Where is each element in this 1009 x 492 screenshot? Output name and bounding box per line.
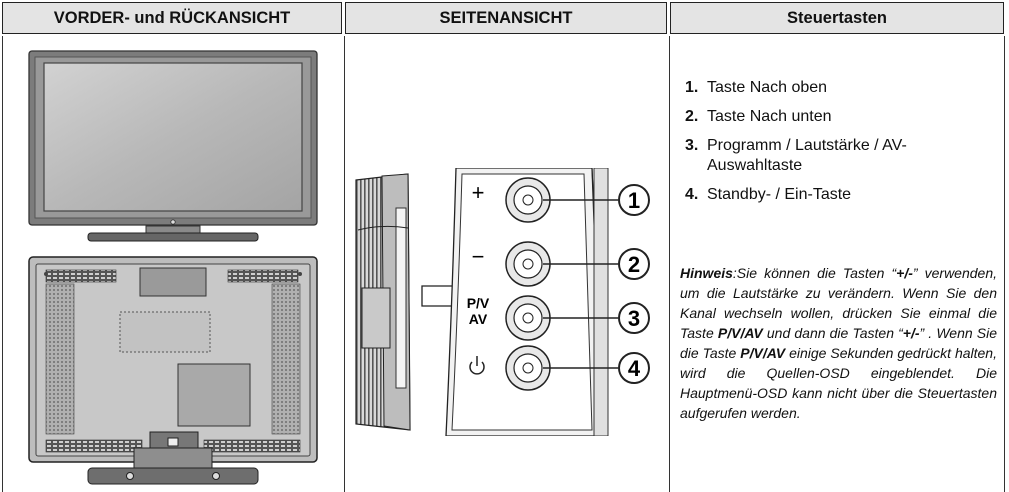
tv-front-illustration (28, 50, 318, 242)
list-item-number: 2. (685, 108, 699, 125)
note-key: P/V/AV (740, 345, 786, 361)
header-side-label: SEITENANSICHT (439, 8, 573, 27)
tv-back-illustration (28, 256, 318, 485)
column-divider (668, 36, 670, 492)
standby-icon (469, 356, 485, 375)
plus-button-label: + (472, 180, 485, 205)
callout-2: 2 (618, 248, 650, 280)
header-control-buttons: Steuertasten (670, 2, 1004, 34)
callout-4: 4 (618, 352, 650, 384)
svg-text:4: 4 (628, 356, 641, 381)
note-text: ” . Wenn Sie die Taste (680, 325, 998, 361)
minus-button-label: − (472, 244, 485, 269)
button-down (505, 241, 551, 287)
note-label: Hinweis (680, 265, 733, 281)
list-item-text: Programm / Lautstärke / AV-Auswahltaste (707, 137, 907, 174)
note-text: einige Sekunden gedrückt halten, wird di… (680, 345, 997, 421)
list-item-text: Taste Nach oben (707, 79, 828, 96)
callout-3: 3 (618, 302, 650, 334)
header-front-back-view: VORDER- und RÜCKANSICHT (2, 2, 342, 34)
pva-button-label: P/V (467, 295, 490, 311)
note-key: +/- (902, 325, 920, 341)
button-pva (505, 295, 551, 341)
svg-text:3: 3 (628, 306, 640, 331)
note-key: P/V/AV (717, 325, 763, 341)
pva-button-label: AV (469, 311, 488, 327)
list-item-number: 1. (685, 79, 699, 96)
note-key: +/- (896, 265, 913, 281)
list-item-text: Standby- / Ein-Taste (707, 186, 852, 203)
note-text: und dann die Tasten “ (762, 325, 903, 341)
list-item: 1. Taste Nach oben (685, 78, 995, 98)
note-text: ” verwenden, um die Lautstärke zu veränd… (680, 265, 997, 341)
svg-text:1: 1 (628, 188, 640, 213)
list-item-text: Taste Nach unten (707, 108, 832, 125)
column-divider (2, 36, 3, 492)
list-item: 3. Programm / Lautstärke / AV-Auswahltast… (685, 136, 995, 176)
header-side-view: SEITENANSICHT (345, 2, 667, 34)
list-item-number: 3. (685, 137, 699, 154)
header-controls-label: Steuertasten (787, 8, 887, 27)
svg-text:2: 2 (628, 252, 640, 277)
note-paragraph: Hinweis:Sie können die Tasten “+/-” verw… (680, 263, 997, 423)
column-divider (1003, 36, 1005, 492)
header-front-back-label: VORDER- und RÜCKANSICHT (53, 8, 291, 27)
list-item: 4. Standby- / Ein-Taste (685, 185, 995, 205)
button-up (505, 177, 551, 223)
side-view-illustration: + − P/V AV (355, 168, 650, 436)
list-item-number: 4. (685, 186, 699, 203)
callout-1: 1 (618, 184, 650, 216)
list-item: 2. Taste Nach unten (685, 107, 995, 127)
column-divider (343, 36, 345, 492)
controls-list: 1. Taste Nach oben 2. Taste Nach unten 3. P… (685, 78, 995, 214)
note-text: :Sie können die Tasten “ (732, 265, 897, 281)
